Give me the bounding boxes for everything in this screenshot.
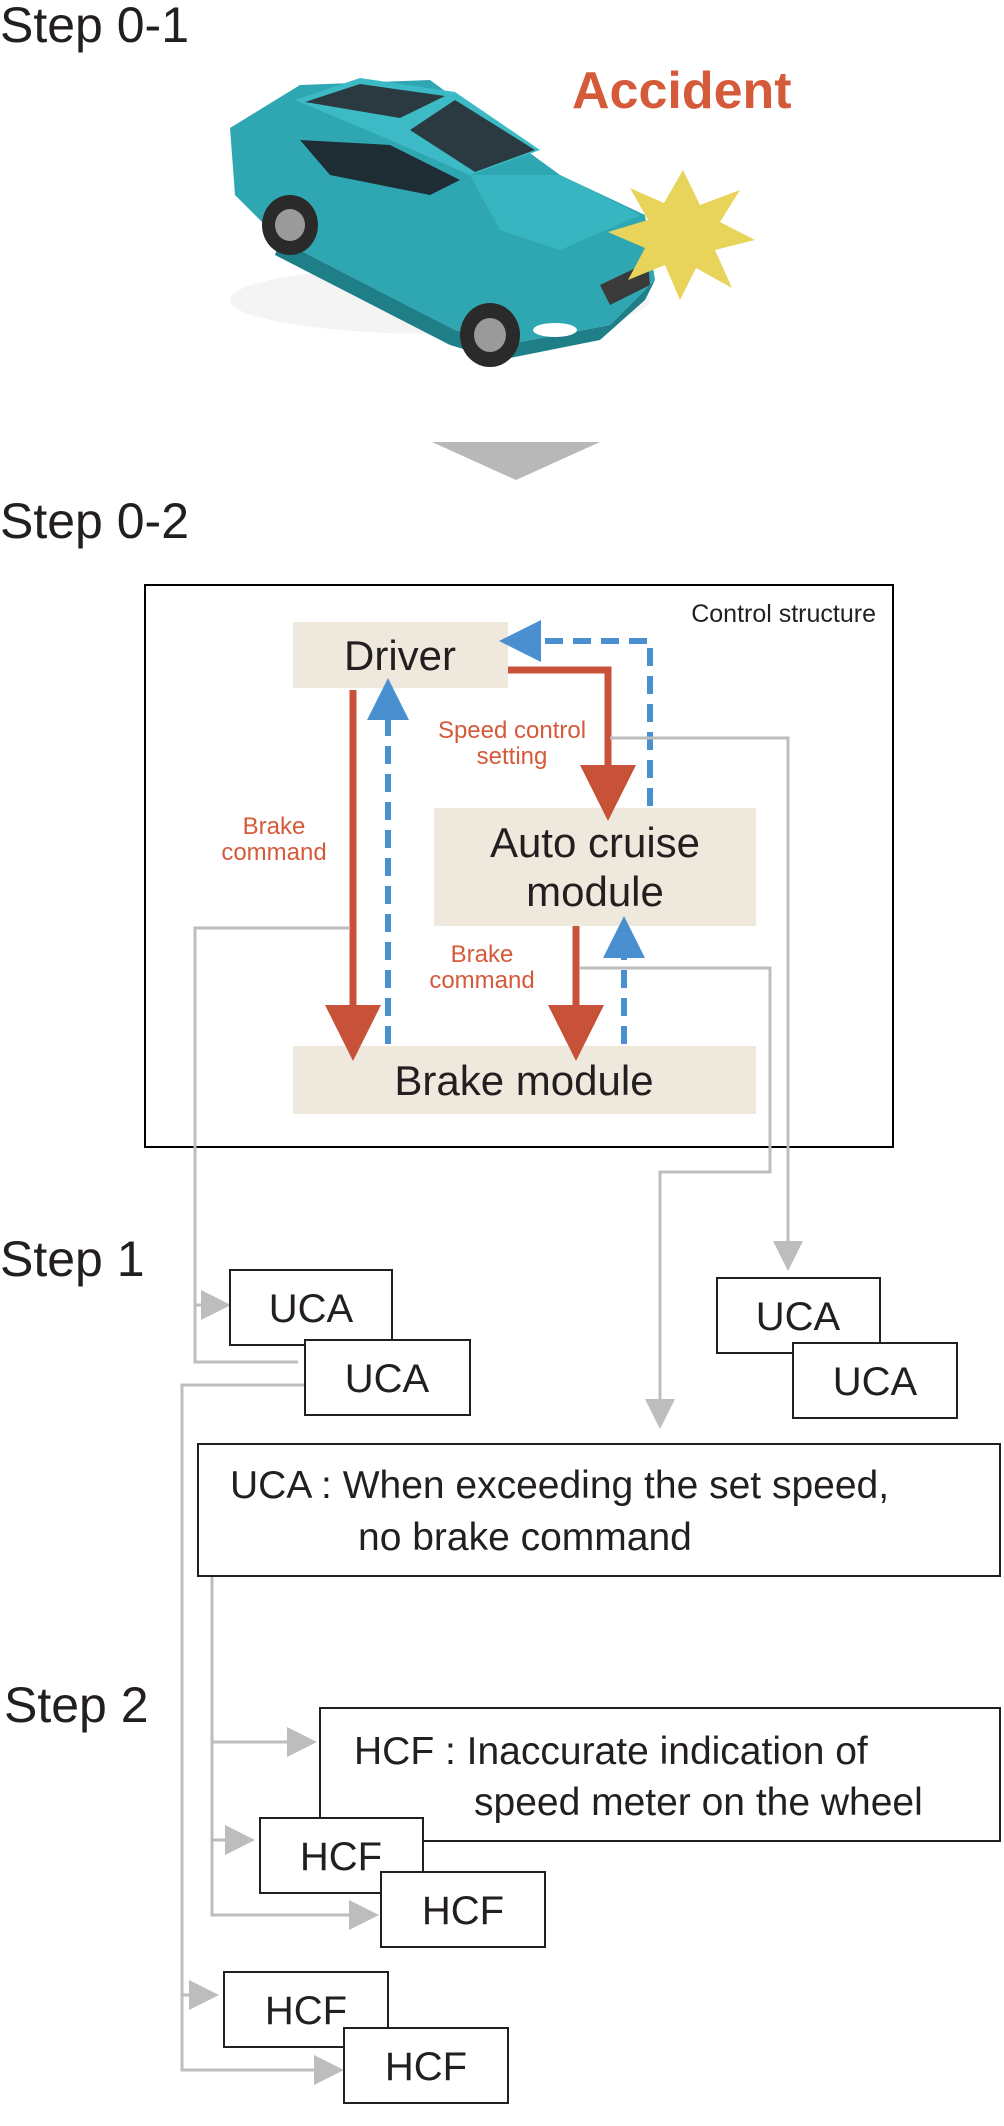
control-structure-frame [144,584,894,1148]
speed-control-label-line1: Speed control [438,717,586,744]
down-triangle-icon [432,442,600,480]
connector-uca-left-stack [193,1305,298,1364]
cruise-to-driver-feedback-arrow [499,620,653,806]
step-1-label: Step 1 [0,1231,145,1287]
hcf-box-group2-2 [343,2027,509,2104]
uca-box-right-2 [792,1342,958,1419]
accident-label: Accident [572,62,792,120]
uca-box-right-1 [716,1277,881,1354]
speed-control-arrow [508,666,636,821]
hcf-box-group1-1-label: HCF [300,1835,382,1879]
hcf-detail-box [319,1707,1001,1842]
connector-uca-to-hcf-group2 [180,1383,344,2085]
connector-driver-to-uca-left [193,926,350,1320]
uca-box-right-1-label: UCA [756,1295,841,1339]
step-0-2-label: Step 0-2 [0,493,189,549]
connector-speed-control-to-uca-right [610,736,803,1271]
brake-module-node-label: Brake module [394,1057,653,1104]
cruise-brake-command-label-line2: command [429,967,534,994]
driver-brake-command-label-line2: command [221,839,326,866]
uca-box-left-2-label: UCA [345,1357,430,1401]
uca-box-left-2 [304,1339,471,1416]
auto-cruise-node-label-line2: module [526,868,664,915]
connector-cruise-to-uca-detail [580,966,772,1429]
speed-control-label-line2: setting [477,743,548,770]
control-structure-title: Control structure [691,600,876,628]
driver-node [293,622,508,688]
driver-brake-command-label-line1: Brake [243,813,306,840]
hcf-detail-line2: speed meter on the wheel [474,1781,923,1824]
hcf-detail-line1: HCF : Inaccurate indication of [354,1730,868,1773]
auto-cruise-node-label-line1: Auto cruise [490,819,700,866]
uca-detail-box [197,1443,1001,1577]
uca-box-left-1 [229,1269,393,1346]
step-0-1-label: Step 0-1 [0,0,189,53]
auto-cruise-node [434,808,756,926]
burst-icon [608,170,755,300]
cruise-brake-command-label-line1: Brake [451,941,514,968]
step-2-label: Step 2 [4,1677,149,1733]
car-icon [230,78,655,367]
hcf-box-group1-2 [380,1871,546,1948]
uca-box-right-2-label: UCA [833,1360,918,1404]
driver-node-label: Driver [344,632,456,679]
hcf-box-group2-1-label: HCF [265,1989,347,2033]
hcf-box-group1-2-label: HCF [422,1889,504,1933]
connector-uca-detail-to-hcf [210,1572,379,1930]
uca-detail-line2: no brake command [358,1516,692,1559]
hcf-box-group2-2-label: HCF [385,2045,467,2089]
uca-box-left-1-label: UCA [269,1287,354,1331]
uca-detail-line1: UCA : When exceeding the set speed, [230,1464,889,1507]
